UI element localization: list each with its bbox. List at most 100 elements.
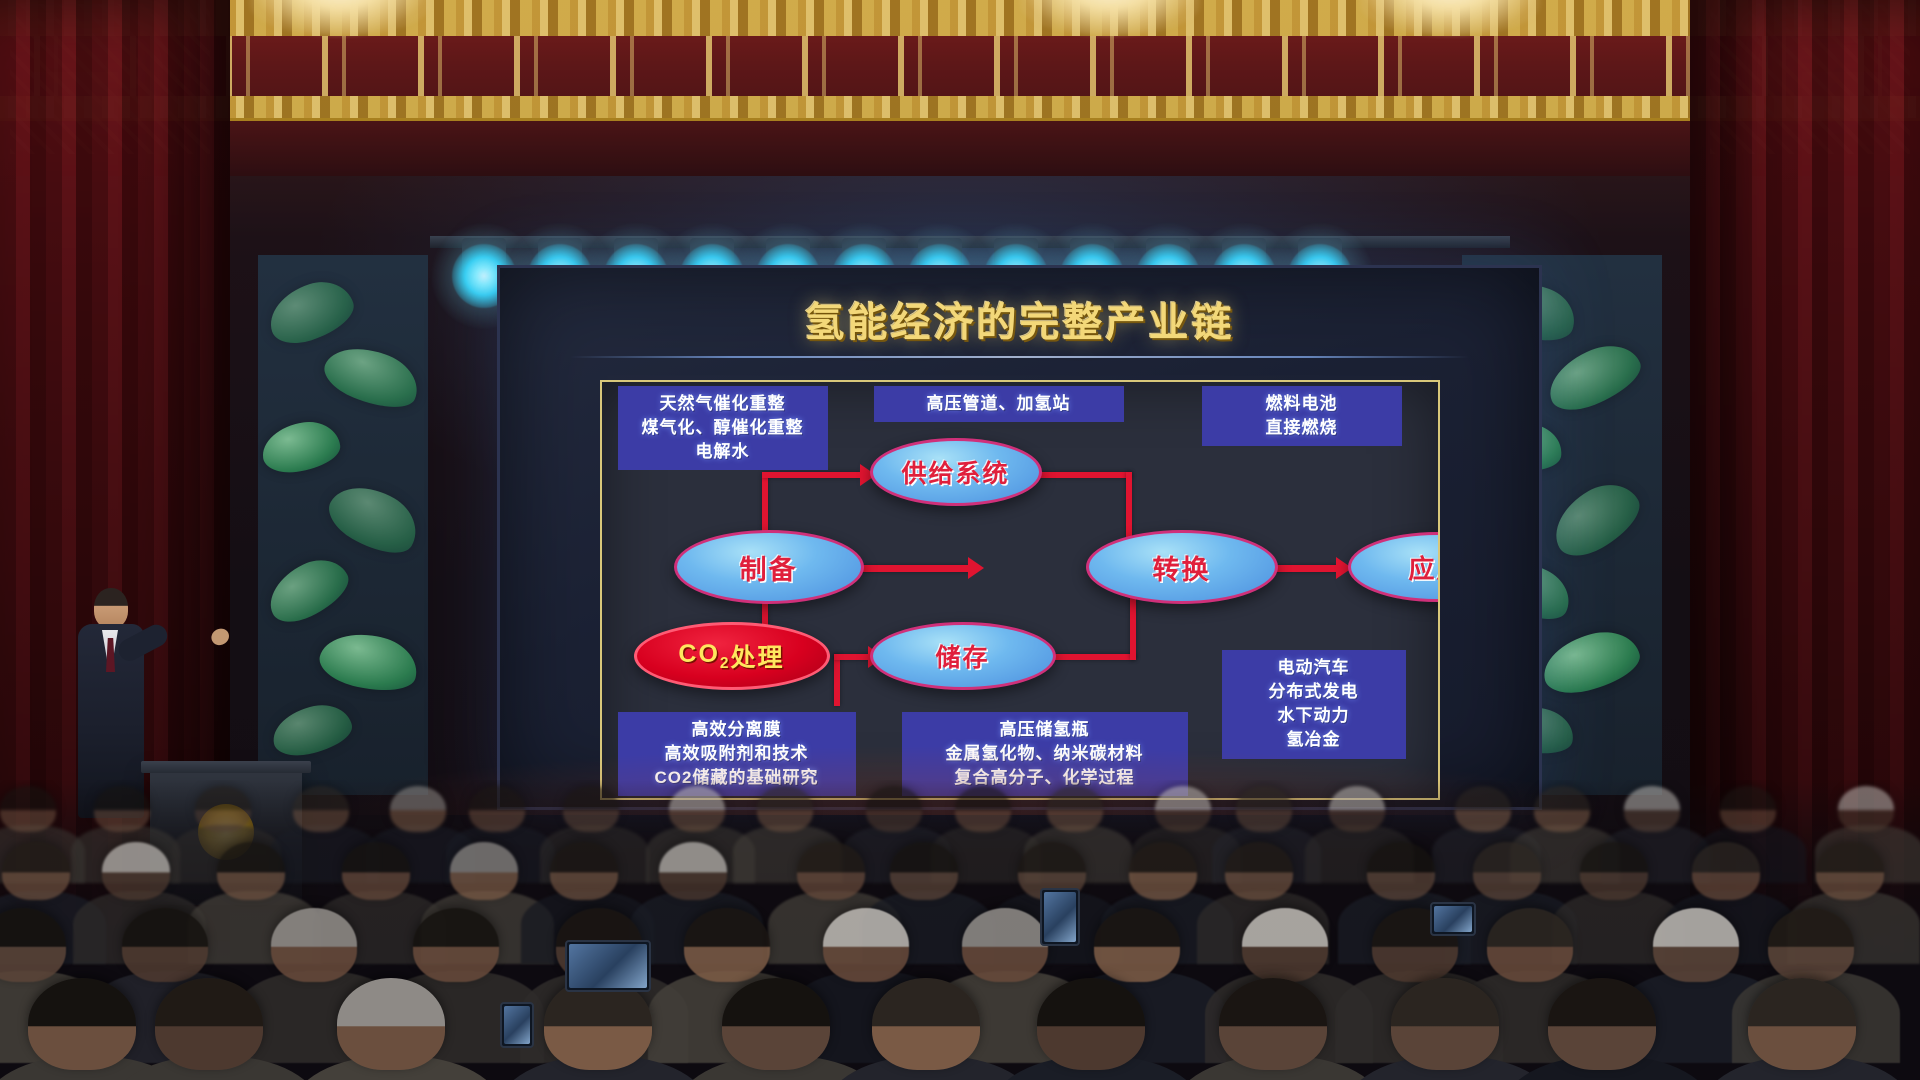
audience-member-head: [271, 908, 358, 982]
audience-member-head: [1533, 786, 1590, 832]
node-storage: 储存: [869, 622, 1056, 690]
audience-member-head: [865, 786, 922, 832]
decor-leaf: [314, 623, 424, 701]
audience-member-head: [683, 908, 770, 982]
audience-phone: [1040, 888, 1080, 946]
decor-panel-left: [258, 255, 428, 795]
audience-member-head: [342, 842, 411, 900]
audience-member-head: [658, 842, 727, 900]
connector-storage-to-conversion-vertical: [1129, 594, 1136, 660]
decor-leaf: [317, 334, 427, 420]
connector-production-to-supply-vertical: [761, 478, 768, 564]
note-application-methods: 电动汽车 分布式发电 水下动力 氢冶金: [1221, 650, 1406, 759]
decor-leaf: [1536, 623, 1646, 701]
audience-member-head: [0, 908, 66, 982]
connector-storage-to-conversion-horizontal: [1031, 654, 1136, 660]
audience-member-head: [1768, 908, 1855, 982]
presenter-tie: [106, 638, 115, 672]
audience-member-head: [563, 786, 620, 832]
audience-member-head: [195, 786, 251, 832]
industry-chain-diagram: 天然气催化重整 煤气化、醇催化重整 电解水 高压管道、加氢站 燃料电池 直接燃烧…: [599, 380, 1440, 800]
connector-co2-to-storage-vertical: [833, 654, 840, 706]
note-supply-methods: 高压管道、加氢站: [873, 386, 1124, 423]
audience-member-head: [962, 908, 1049, 982]
audience-member-head: [1692, 842, 1761, 900]
node-conversion: 转换: [1085, 530, 1278, 604]
audience-member-head: [1225, 842, 1294, 900]
audience-foreground: [0, 780, 1920, 1080]
audience-member-head: [2, 842, 71, 900]
beam-bottom-band: [0, 118, 1920, 176]
audience-member-head: [337, 978, 446, 1070]
audience-member-head: [216, 842, 285, 900]
audience-phone: [500, 1002, 534, 1048]
decor-leaf: [1542, 471, 1650, 567]
audience-member-head: [1094, 908, 1181, 982]
audience-member-head: [1155, 786, 1212, 832]
audience-member-head: [1653, 908, 1740, 982]
phone-screen: [569, 944, 647, 988]
audience-member-head: [669, 786, 726, 832]
audience-member-head: [94, 786, 151, 832]
audience-member-head: [871, 978, 980, 1070]
node-application: 应用: [1347, 532, 1438, 602]
node-co2-suffix: 处理: [730, 644, 785, 672]
led-screen: 氢能经济的完整产业链 天然气催化重整: [497, 265, 1542, 810]
node-co2-label: CO2: [678, 639, 731, 672]
audience-member-head: [1390, 978, 1499, 1070]
audience-member-head: [1036, 978, 1145, 1070]
lectern-top: [141, 761, 311, 773]
audience-member-head: [389, 786, 446, 832]
audience-member-head: [1838, 786, 1895, 832]
audience-member-head: [28, 978, 137, 1070]
audience-member-head: [1455, 786, 1512, 832]
audience-phone: [565, 940, 651, 992]
audience-member-head: [450, 842, 519, 900]
audience-member-head: [1747, 978, 1856, 1070]
connector-production-to-conversion: [859, 565, 970, 572]
phone-screen: [1434, 906, 1472, 932]
phone-screen: [1044, 892, 1076, 942]
audience-member-head: [412, 908, 499, 982]
connector-supply-to-conversion-vertical: [1125, 472, 1132, 544]
audience-member-head: [1328, 786, 1385, 832]
audience-member-head: [549, 842, 618, 900]
audience-member-head: [1219, 978, 1328, 1070]
note-conversion-methods: 燃料电池 直接燃烧: [1201, 386, 1402, 447]
phone-screen: [504, 1006, 530, 1044]
audience-member-head: [890, 842, 959, 900]
decor-leaf: [261, 273, 361, 351]
title-divider: [570, 356, 1469, 358]
audience-member-head: [722, 978, 831, 1070]
connector-co2-to-storage-horizontal: [833, 654, 870, 660]
audience-member-head: [1815, 842, 1884, 900]
audience-member-head: [469, 786, 526, 832]
audience-member-head: [1487, 908, 1574, 982]
audience-member-head: [1473, 842, 1542, 900]
audience-member-head: [1129, 842, 1198, 900]
connector-production-to-co2: [761, 568, 768, 652]
audience-member-head: [1548, 978, 1657, 1070]
audience-phone: [1430, 902, 1476, 936]
audience-member-head: [822, 908, 909, 982]
connector-conversion-to-application: [1273, 565, 1338, 572]
connector-to-supply-horizontal: [761, 472, 862, 478]
decor-leaf: [259, 549, 357, 631]
node-production: 制备: [673, 530, 864, 604]
audience-member-head: [1624, 786, 1681, 832]
audience-member-head: [1580, 842, 1649, 900]
beam-motif-band: [0, 36, 1920, 96]
audience-member-head: [543, 978, 652, 1070]
decor-leaf: [1539, 334, 1649, 420]
slide-title: 氢能经济的完整产业链: [804, 301, 1235, 345]
audience-member-head: [796, 842, 865, 900]
note-production-methods: 天然气催化重整 煤气化、醇催化重整 电解水: [617, 386, 828, 471]
audience-member-head: [756, 786, 813, 832]
audience-member-head: [155, 978, 264, 1070]
presenter-head: [94, 588, 128, 628]
audience-member-head: [1235, 786, 1292, 832]
audience-member-head: [955, 786, 1012, 832]
audience-member-head: [1047, 786, 1104, 832]
